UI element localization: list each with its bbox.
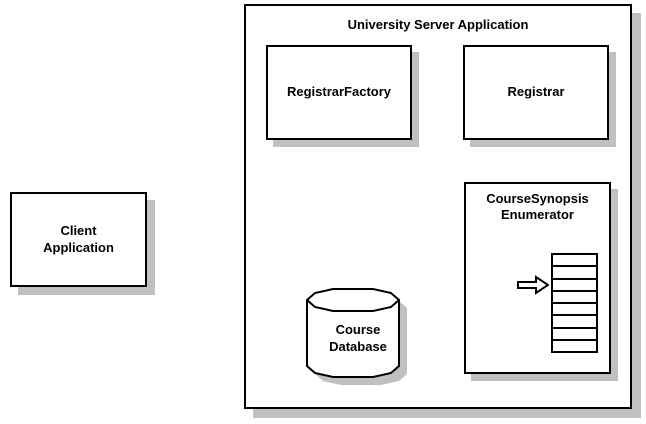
enumerator-stack-cell[interactable] (553, 292, 596, 304)
course-synopsis-enumerator-label: CourseSynopsis Enumerator (486, 191, 589, 223)
enumerator-stack-cell[interactable] (553, 267, 596, 280)
course-synopsis-enumerator-box[interactable]: CourseSynopsis Enumerator (464, 182, 611, 374)
enumerator-stack-cell[interactable] (553, 341, 596, 351)
university-server-application-title: University Server Application (347, 17, 529, 32)
enumerator-item-stack[interactable] (551, 253, 598, 353)
registrar-box[interactable]: Registrar (463, 45, 609, 140)
client-application-box[interactable]: Client Application (10, 192, 147, 287)
course-database-cylinder[interactable]: Course Database (305, 288, 411, 386)
right-arrow-icon (517, 275, 550, 295)
course-database-label: Course Database (329, 322, 387, 354)
enumerator-stack-cell[interactable] (553, 255, 596, 268)
enumerator-stack-cell[interactable] (553, 316, 596, 329)
registrar-factory-label: RegistrarFactory (286, 84, 392, 100)
registrar-label: Registrar (507, 84, 565, 100)
registrar-factory-box[interactable]: RegistrarFactory (266, 45, 412, 140)
cylinder-shape (306, 288, 407, 385)
enumerator-stack-cell[interactable] (553, 329, 596, 341)
client-application-label: Client Application (43, 223, 114, 255)
enumerator-stack-cell[interactable] (553, 280, 596, 292)
enumerator-stack-cell[interactable] (553, 304, 596, 317)
